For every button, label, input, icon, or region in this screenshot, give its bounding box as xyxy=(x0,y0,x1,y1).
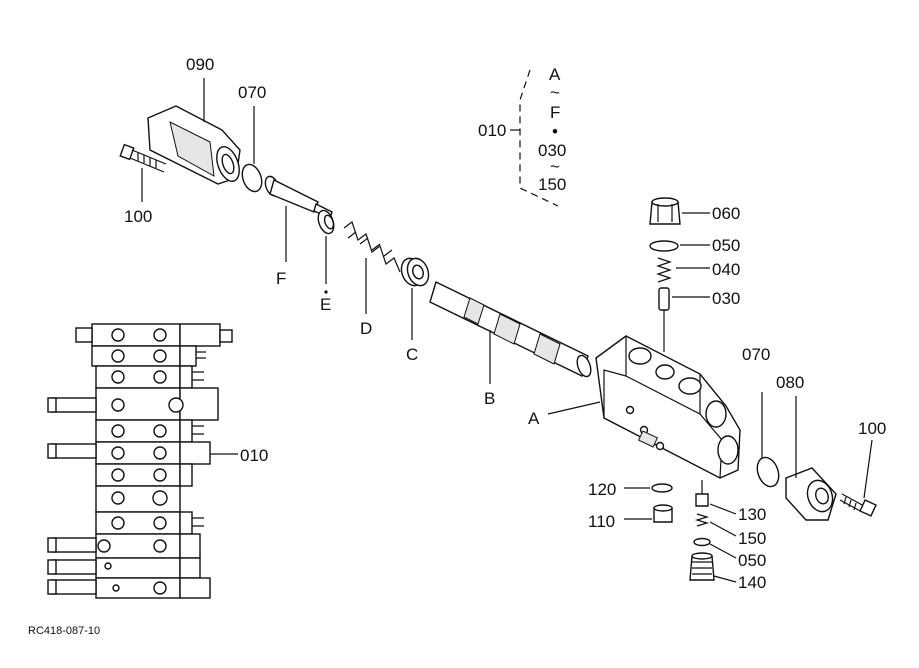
callout-050-bottom: 050 xyxy=(738,551,766,570)
part-150-spring: 150 xyxy=(694,513,766,548)
part-130-pin: 130 xyxy=(695,480,766,524)
part-090-cap: 090 xyxy=(147,55,241,185)
set-legend-range-sep: ~ xyxy=(550,83,560,102)
set-legend: 010 A ~ F • 030 ~ 150 xyxy=(478,65,566,207)
callout-100-right: 100 xyxy=(858,419,886,438)
callout-100-left: 100 xyxy=(124,207,152,226)
set-legend-range2-sep: ~ xyxy=(550,157,560,176)
callout-F: F xyxy=(276,269,286,288)
set-legend-code: 010 xyxy=(478,121,506,140)
callout-080: 080 xyxy=(776,373,804,392)
callout-150: 150 xyxy=(738,529,766,548)
part-100-bolt-right: 100 xyxy=(839,419,886,517)
part-040-spring: 040 xyxy=(656,257,740,283)
callout-040: 040 xyxy=(712,260,740,279)
part-060-plug: 060 xyxy=(649,197,740,225)
callout-070-top: 070 xyxy=(238,83,266,102)
part-070-oring-right: 070 xyxy=(742,345,780,488)
callout-010-assembly: 010 xyxy=(240,446,268,465)
part-110-plug: 110 xyxy=(588,504,673,531)
callout-B: B xyxy=(484,389,495,408)
part-E-seat: E xyxy=(317,209,335,314)
drawing-id: RC418-087-10 xyxy=(28,625,100,637)
callout-130: 130 xyxy=(738,505,766,524)
part-140-plug: 140 xyxy=(689,552,766,592)
part-B-spool: B xyxy=(429,281,592,408)
callout-070-right: 070 xyxy=(742,345,770,364)
callout-E: E xyxy=(320,295,331,314)
callout-090: 090 xyxy=(186,55,214,74)
part-120-oring: 120 xyxy=(588,480,673,499)
part-080-cover: 080 xyxy=(776,373,837,521)
part-A-valve-body: A xyxy=(528,335,741,479)
callout-030: 030 xyxy=(712,289,740,308)
part-D-spring: D xyxy=(343,221,401,338)
part-F-rod: F xyxy=(264,175,333,288)
callout-110: 110 xyxy=(588,512,615,531)
callout-060: 060 xyxy=(712,204,740,223)
callout-050-top: 050 xyxy=(712,236,740,255)
part-030-pin: 030 xyxy=(658,287,740,352)
valve-stack-assembly: 010 xyxy=(47,323,268,599)
callout-140: 140 xyxy=(738,573,766,592)
set-legend-range-start: A xyxy=(549,65,561,84)
set-legend-range2-start: 030 xyxy=(538,141,566,160)
callout-C: C xyxy=(406,345,418,364)
callout-A: A xyxy=(528,409,540,428)
set-legend-range-end: F xyxy=(550,103,560,122)
set-legend-bullet: • xyxy=(552,122,558,141)
part-050-oring-bottom: 050 xyxy=(693,537,766,570)
callout-120: 120 xyxy=(588,480,616,499)
part-100-bolt-left: 100 xyxy=(119,143,167,226)
part-C-collar: C xyxy=(400,257,430,364)
callout-D: D xyxy=(360,319,372,338)
part-070-oring-top: 070 xyxy=(238,83,266,193)
part-050-oring-top: 050 xyxy=(649,236,740,255)
set-legend-range2-end: 150 xyxy=(538,175,566,194)
